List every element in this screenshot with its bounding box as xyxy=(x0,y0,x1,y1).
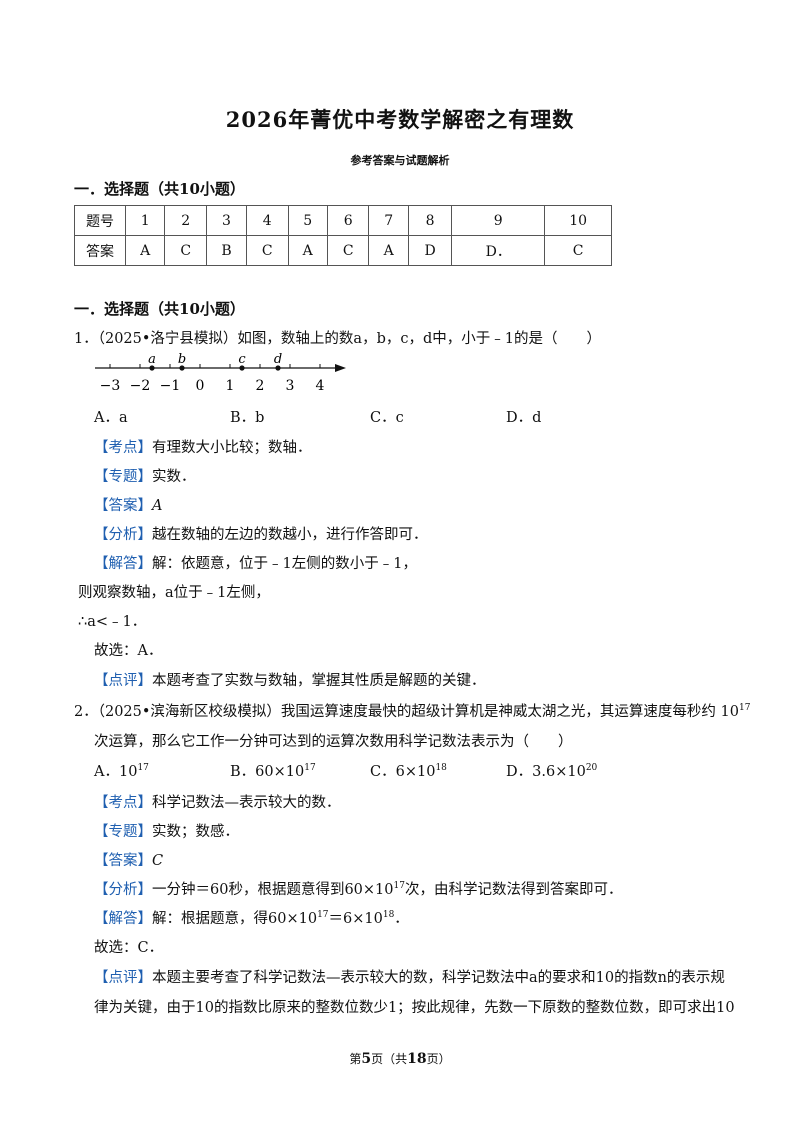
page-subtitle: 参考答案与试题解析 xyxy=(350,154,450,167)
question-2-stem: 2．（2025•滨海新区校级模拟）我国运算速度最快的超级计算机是神威太湖之光，其… xyxy=(74,703,751,720)
jieda-tag: 【解答】 xyxy=(94,556,152,572)
q2-option-d: D．3.6×1020 xyxy=(506,763,598,780)
table-row: 答案 A C B C A C A D D． C xyxy=(74,235,612,266)
table-cell: 8 xyxy=(407,205,453,236)
table-cell: D． xyxy=(451,235,546,266)
number-line-point-c xyxy=(239,365,245,371)
number-line-point-label: d xyxy=(274,352,282,367)
answer-table: 题号 1 2 3 4 5 6 7 8 9 10 答案 A C B C A C A… xyxy=(74,205,612,266)
table-cell: 1 xyxy=(124,205,166,236)
q2-option-c: C．6×1018 xyxy=(370,763,447,780)
table-row: 题号 1 2 3 4 5 6 7 8 9 10 xyxy=(74,205,612,236)
q2-zhuanti: 【专题】实数；数感． xyxy=(94,824,239,840)
number-line-point-label: c xyxy=(238,352,246,367)
zhuanti-tag: 【专题】 xyxy=(94,469,152,485)
page-number: 5 xyxy=(361,1051,372,1067)
number-line-point-b xyxy=(179,365,185,371)
table-cell: 10 xyxy=(544,205,612,236)
table-cell: 9 xyxy=(451,205,546,236)
q1-option-d: D．d xyxy=(506,410,542,426)
q2-option-a: A．1017 xyxy=(94,763,149,780)
table-cell: 2 xyxy=(164,205,207,236)
q2-option-b: B．60×1017 xyxy=(230,763,316,780)
daan-tag: 【答案】 xyxy=(94,853,152,869)
q2-dianping-cont: 律为关键，由于10的指数比原来的整数位数少1；按此规律，先数一下原数的整数位数，… xyxy=(94,1000,735,1016)
table-cell: 5 xyxy=(287,205,328,236)
number-line-tick-label: 4 xyxy=(316,378,325,394)
number-line-tick-label: 3 xyxy=(286,378,295,394)
dianping-tag: 【点评】 xyxy=(94,673,152,689)
q1-option-c: C．c xyxy=(370,410,404,426)
number-line-point-label: a xyxy=(148,352,156,367)
fenxi-tag: 【分析】 xyxy=(94,882,152,898)
page-total: 18 xyxy=(407,1051,427,1067)
table-cell: C xyxy=(245,235,289,266)
q1-dianping: 【点评】本题考查了实数与数轴，掌握其性质是解题的关键． xyxy=(94,673,486,689)
section-heading-1: 一．选择题（共10小题） xyxy=(74,180,245,198)
section-heading-2: 一．选择题（共10小题） xyxy=(74,300,245,318)
question-1-stem: 1．（2025•洛宁县模拟）如图，数轴上的数a，b，c，d中，小于﹣1的是（ ） xyxy=(74,331,601,347)
q1-fenxi: 【分析】越在数轴的左边的数越小，进行作答即可． xyxy=(94,527,428,543)
table-cell: D xyxy=(407,235,453,266)
number-line: −3 −2 −1 0 1 2 3 4 a b c d xyxy=(95,352,346,394)
table-cell: A xyxy=(368,235,409,266)
kaodian-tag: 【考点】 xyxy=(94,795,152,811)
number-line-point-a xyxy=(149,365,155,371)
number-line-tick-label: −1 xyxy=(160,378,181,394)
table-cell: C xyxy=(164,235,207,266)
number-line-tick-label: 2 xyxy=(256,378,265,394)
q1-kaodian: 【考点】有理数大小比较；数轴． xyxy=(94,440,312,456)
number-line-tick-label: −2 xyxy=(130,378,151,394)
number-line-point-label: b xyxy=(178,352,186,367)
q1-zhuanti: 【专题】实数． xyxy=(94,469,196,485)
page-title: 2026年菁优中考数学解密之有理数 xyxy=(225,107,575,132)
table-cell: C xyxy=(326,235,370,266)
q2-answer: 【答案】C xyxy=(94,853,164,869)
q1-jieda-2: 则观察数轴，a位于﹣1左侧， xyxy=(78,585,270,601)
number-line-point-d xyxy=(275,365,281,371)
number-line-tick-label: 0 xyxy=(196,378,205,394)
table-cell: B xyxy=(205,235,247,266)
q2-dianping: 【点评】本题主要考查了科学记数法—表示较大的数，科学记数法中a的要求和10的指数… xyxy=(94,970,725,986)
number-line-tick-label: −3 xyxy=(100,378,121,394)
q2-jieda: 【解答】解：根据题意，得60×1017＝6×1018． xyxy=(94,910,409,927)
dianping-tag: 【点评】 xyxy=(94,970,152,986)
q1-answer: 【答案】A xyxy=(94,498,163,514)
table-cell: C xyxy=(544,235,612,266)
zhuanti-tag: 【专题】 xyxy=(94,824,152,840)
number-line-arrow xyxy=(335,364,346,372)
table-cell: A xyxy=(287,235,328,266)
table-cell: 4 xyxy=(245,205,289,236)
fenxi-tag: 【分析】 xyxy=(94,527,152,543)
jieda-tag: 【解答】 xyxy=(94,911,152,927)
q1-jieda-3: ∴a<﹣1． xyxy=(78,614,147,630)
daan-tag: 【答案】 xyxy=(94,498,152,514)
table-cell: 6 xyxy=(326,205,370,236)
question-2-stem-cont: 次运算，那么它工作一分钟可达到的运算次数用科学记数法表示为（ ） xyxy=(94,734,573,750)
page-footer: 第5页（共18页） xyxy=(349,1051,451,1067)
q2-kaodian: 【考点】科学记数法—表示较大的数． xyxy=(94,795,341,811)
q1-option-a: A．a xyxy=(94,410,128,426)
table-cell: 7 xyxy=(368,205,409,236)
table-row-header: 题号 xyxy=(74,205,126,236)
q1-jieda: 【解答】解：依题意，位于﹣1左侧的数小于﹣1， xyxy=(94,556,417,572)
table-row-header: 答案 xyxy=(74,235,126,266)
kaodian-tag: 【考点】 xyxy=(94,440,152,456)
table-cell: 3 xyxy=(205,205,247,236)
q1-guxuan: 故选：A． xyxy=(94,643,163,659)
q1-option-b: B．b xyxy=(230,410,265,426)
table-cell: A xyxy=(124,235,166,266)
q2-guxuan: 故选：C． xyxy=(94,940,164,956)
number-line-tick-label: 1 xyxy=(226,378,235,394)
q2-fenxi: 【分析】一分钟＝60秒，根据题意得到60×1017次，由科学记数法得到答案即可． xyxy=(94,881,623,898)
